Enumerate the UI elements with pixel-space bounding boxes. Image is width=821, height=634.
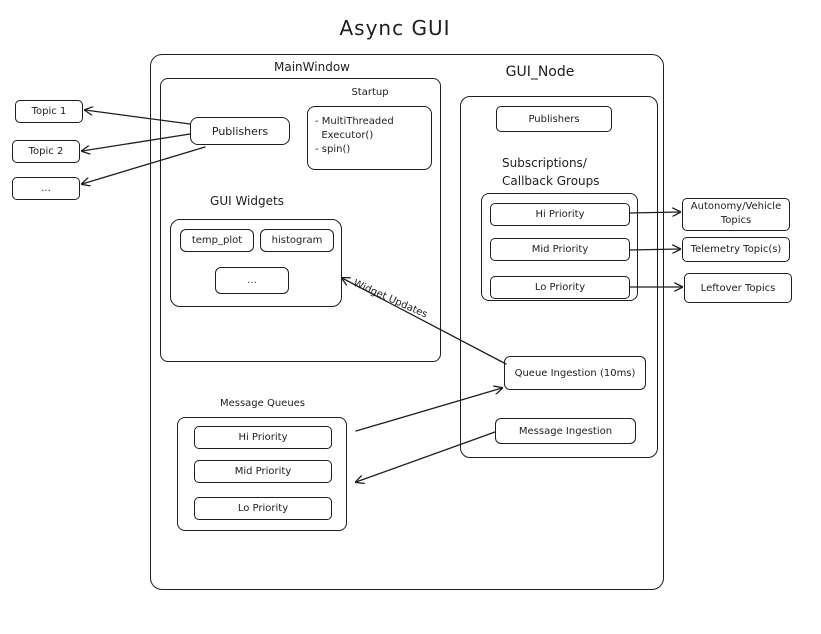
histogram-label: histogram [271, 235, 323, 246]
message-ingestion-box [495, 418, 636, 444]
autonomy-topics-line2: Topics [720, 215, 752, 226]
arrow-hi-to-autonomy [629, 212, 680, 213]
main-window-label: MainWindow [274, 60, 350, 74]
temp-plot-box [180, 229, 254, 252]
message-queues-label: Message Queues [219, 398, 306, 409]
queue-ingestion-label: Queue Ingestion (10ms) [514, 367, 636, 379]
mq-hi-label: Hi Priority [238, 432, 288, 443]
topic1-box [15, 100, 83, 123]
gui-widgets-box [170, 219, 342, 307]
startup-line1: - MultiThreaded [315, 116, 394, 127]
startup-label: Startup [351, 87, 389, 98]
outer-container [150, 54, 664, 590]
sub-lo-label: Lo Priority [534, 282, 586, 293]
topic-more-box [12, 177, 80, 200]
topic1-label: Topic 1 [31, 106, 67, 117]
topic2-label: Topic 2 [28, 146, 64, 157]
diagram-title: Async GUI [339, 16, 451, 40]
arrow-mid-to-telemetry [629, 249, 680, 250]
leftover-topics-label: Leftover Topics [700, 282, 776, 294]
gui-node-box [460, 96, 658, 458]
mainwindow-publishers-label: Publishers [211, 124, 269, 138]
arrow-queues-to-queue-ingestion [355, 388, 502, 432]
autonomy-topics-box [682, 198, 790, 231]
sub-mid-label: Mid Priority [531, 244, 589, 255]
message-ingestion-label: Message Ingestion [518, 425, 613, 437]
gui-widgets-label: GUI Widgets [210, 194, 284, 208]
arrow-publishers-to-topic1 [85, 110, 191, 125]
startup-line3: - spin() [315, 144, 351, 155]
sub-mid-box [490, 238, 630, 261]
sub-lo-box [490, 276, 630, 299]
queue-ingestion-box [504, 356, 646, 390]
message-queues-box [177, 417, 347, 531]
gui-node-publishers-label: Publishers [528, 113, 580, 125]
gui-node-label: GUI_Node [505, 64, 575, 80]
telemetry-topics-box [682, 237, 790, 262]
topic2-box [12, 140, 80, 163]
widgets-more-label: ... [247, 275, 257, 286]
autonomy-topics-line1: Autonomy/Vehicle [690, 201, 782, 212]
mainwindow-publishers-box [190, 117, 290, 145]
histogram-box [260, 229, 334, 252]
mq-hi-box [194, 426, 332, 449]
temp-plot-label: temp_plot [191, 235, 243, 246]
subscriptions-label-line2: Callback Groups [502, 174, 600, 188]
gui-node-publishers-box [496, 106, 612, 132]
arrow-publishers-to-topic2 [82, 133, 191, 151]
telemetry-topics-label: Telemetry Topic(s) [690, 244, 782, 255]
widgets-more-box [215, 267, 289, 294]
arrow-queue-ingestion-to-widgets [342, 278, 507, 365]
arrow-message-ingestion-to-queues [356, 431, 496, 482]
startup-line2: Executor() [315, 130, 374, 141]
mq-lo-label: Lo Priority [237, 503, 289, 514]
mq-mid-label: Mid Priority [234, 466, 292, 477]
topic-more-label: ... [41, 183, 51, 194]
arrow-publishers-to-topic-more [82, 146, 206, 184]
callback-groups-box [481, 193, 638, 301]
leftover-topics-box [684, 273, 792, 303]
sub-hi-label: Hi Priority [535, 209, 585, 220]
sub-hi-box [490, 203, 630, 226]
mq-lo-box [194, 497, 332, 520]
mq-mid-box [194, 460, 332, 483]
startup-box [307, 106, 432, 170]
main-window-box [160, 78, 441, 362]
subscriptions-label-line1: Subscriptions/ [502, 156, 587, 170]
